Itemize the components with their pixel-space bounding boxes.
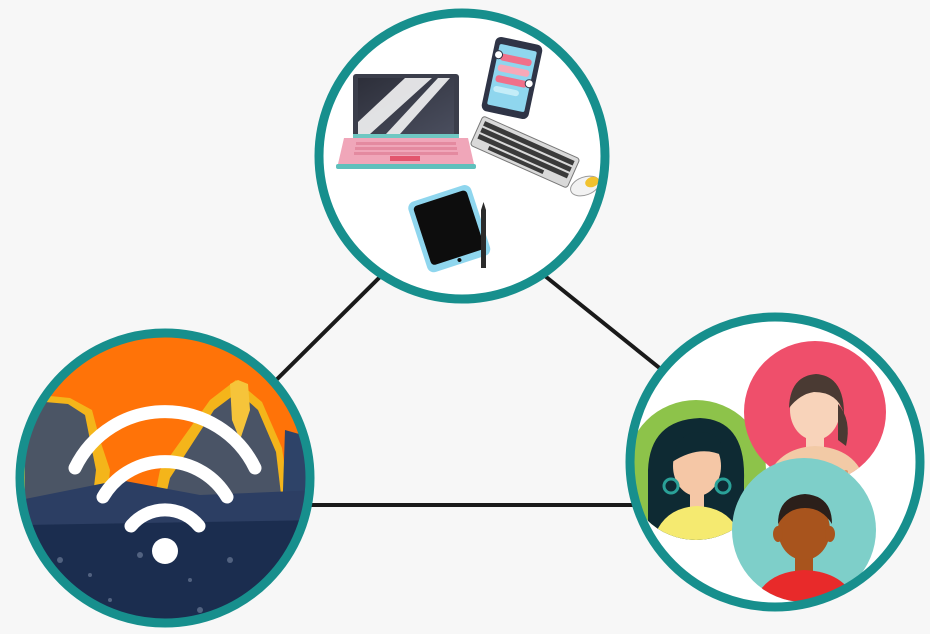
devices-node <box>314 8 610 304</box>
stylus-icon <box>481 202 486 268</box>
woman-avatar <box>630 400 766 540</box>
devices-icon <box>336 36 600 273</box>
boy-avatar <box>732 458 876 602</box>
tablet-icon <box>408 185 491 273</box>
mouse-icon <box>570 175 600 197</box>
wifi-icon <box>68 405 262 564</box>
laptop-icon <box>336 74 476 169</box>
people-icon <box>630 341 886 602</box>
connectivity-node <box>15 328 315 628</box>
connector-devices-people <box>538 270 674 380</box>
keyboard-icon <box>470 116 580 188</box>
girl-avatar <box>744 341 886 483</box>
people-node <box>625 312 925 612</box>
smartphone-icon <box>481 36 543 120</box>
